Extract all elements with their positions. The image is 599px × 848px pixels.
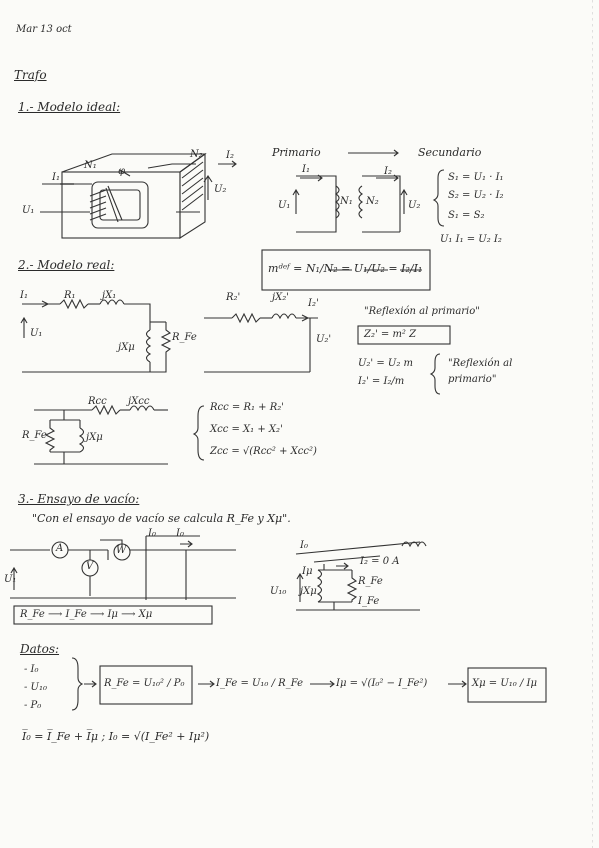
eq-rcc-label: Rcc <box>88 396 107 407</box>
formula-imu: Iμ = √(I₀² − I_Fe²) <box>336 678 428 689</box>
formula-xmu: Xμ = U₁₀ / Iμ <box>472 678 537 689</box>
label-i1: I₁ <box>52 172 60 183</box>
label-jxmu: jXμ <box>300 586 317 597</box>
label-u1-test: U₁ <box>4 574 17 585</box>
ideal-u2: U₂ <box>408 200 421 211</box>
real-i2p: I₂' <box>308 298 319 309</box>
eq-s-equal: S₁ = S₂ <box>448 210 485 221</box>
wattmeter-label: W <box>116 545 127 556</box>
section2-heading: 2.- Modelo real: <box>18 258 115 272</box>
flow-secondary: Secundario <box>418 146 482 159</box>
label-phi: φ <box>118 166 126 177</box>
label-u10: U₁₀ <box>270 586 287 597</box>
label-i2: I₂ <box>226 150 234 161</box>
ideal-n1: N₁ <box>340 196 353 207</box>
ideal-n2: N₂ <box>366 196 379 207</box>
section1-heading: 1.- Modelo ideal: <box>18 100 121 114</box>
real-u2p: U₂' <box>316 334 332 345</box>
eq-xcc: Xcc = X₁ + X₂' <box>210 424 283 435</box>
label-i2-zero: I₂ = 0 A <box>360 556 400 567</box>
ammeter-label: A <box>56 543 64 554</box>
reflection-primary-note: "Reflexión al primario" <box>364 306 480 317</box>
u2-reflected: U₂' = U₂ m <box>358 358 414 369</box>
real-x2p: jX₂' <box>272 292 289 303</box>
label-u2: U₂ <box>214 184 227 195</box>
datos-title: Datos: <box>20 642 60 656</box>
page-margin-rule <box>592 0 593 848</box>
label-rfe-test: R_Fe <box>358 576 383 587</box>
date-header: Mar 13 oct <box>16 24 72 35</box>
real-rfe: R_Fe <box>172 332 197 343</box>
voltmeter-label: V <box>86 561 94 572</box>
ideal-i1: I₁ <box>302 164 310 175</box>
z2-reflected: Z₂' = m² Z <box>364 329 417 340</box>
result-chain: R_Fe ⟶ I_Fe ⟶ Iμ ⟶ Xμ <box>20 609 153 620</box>
label-imu: Iμ <box>302 566 313 577</box>
eq-rcc: Rcc = R₁ + R₂' <box>210 402 285 413</box>
reflection-primary-note-2: "Reflexión al primario" <box>448 358 513 385</box>
title-trafo: Trafo <box>14 68 47 82</box>
real-r1: R₁ <box>64 290 76 301</box>
eq-zcc: Zcc = √(Rcc² + Xcc²) <box>210 446 317 457</box>
datos-item-p0: - P₀ <box>24 700 42 711</box>
label-i0-left: I₀ <box>148 528 156 539</box>
label-n1: N₁ <box>84 160 97 171</box>
label-i0-eq: I₀ <box>300 540 308 551</box>
eq-xmu-label: jXμ <box>86 432 103 443</box>
label-ife: I_Fe <box>358 596 380 607</box>
formula-i0-sum: I̅₀ = I̅_Fe + I̅μ ; I₀ = √(I_Fe² + Iμ²) <box>22 730 210 743</box>
real-i1: I₁ <box>20 290 28 301</box>
real-x1: jX₁ <box>102 290 117 301</box>
formula-rfe: R_Fe = U₁₀² / P₀ <box>104 678 185 689</box>
i2-reflected: I₂' = I₂/m <box>358 376 405 387</box>
label-n2: N₂ <box>190 149 203 160</box>
eq-rfe-label: R_Fe <box>22 430 47 441</box>
eq-s2: S₂ = U₂ · I₂ <box>448 190 504 201</box>
datos-item-u10: - U₁₀ <box>24 682 48 693</box>
real-r2p: R₂' <box>226 292 241 303</box>
eq-xcc-label: jXcc <box>128 396 150 407</box>
ratio-equation: mᵈᵉᶠ = N₁/N₂ = U₁/U₂ = I₂/I₁ <box>268 262 423 275</box>
eq-s1: S₁ = U₁ · I₁ <box>448 172 504 183</box>
formula-ife: I_Fe = U₁₀ / R_Fe <box>216 678 304 689</box>
section3-quote: "Con el ensayo de vacío se calcula R_Fe … <box>32 512 291 525</box>
label-u1: U₁ <box>22 205 35 216</box>
datos-item-i0: - I₀ <box>24 664 39 675</box>
real-xmu: jXμ <box>118 342 135 353</box>
ideal-u1: U₁ <box>278 200 291 211</box>
flow-primary: Primario <box>272 146 321 159</box>
ideal-i2: I₂ <box>384 166 392 177</box>
label-i0-right: I₀ <box>176 528 184 539</box>
eq-power-balance: U₁ I₁ = U₂ I₂ <box>440 234 502 245</box>
real-u1: U₁ <box>30 328 43 339</box>
section3-heading: 3.- Ensayo de vacío: <box>18 492 140 506</box>
